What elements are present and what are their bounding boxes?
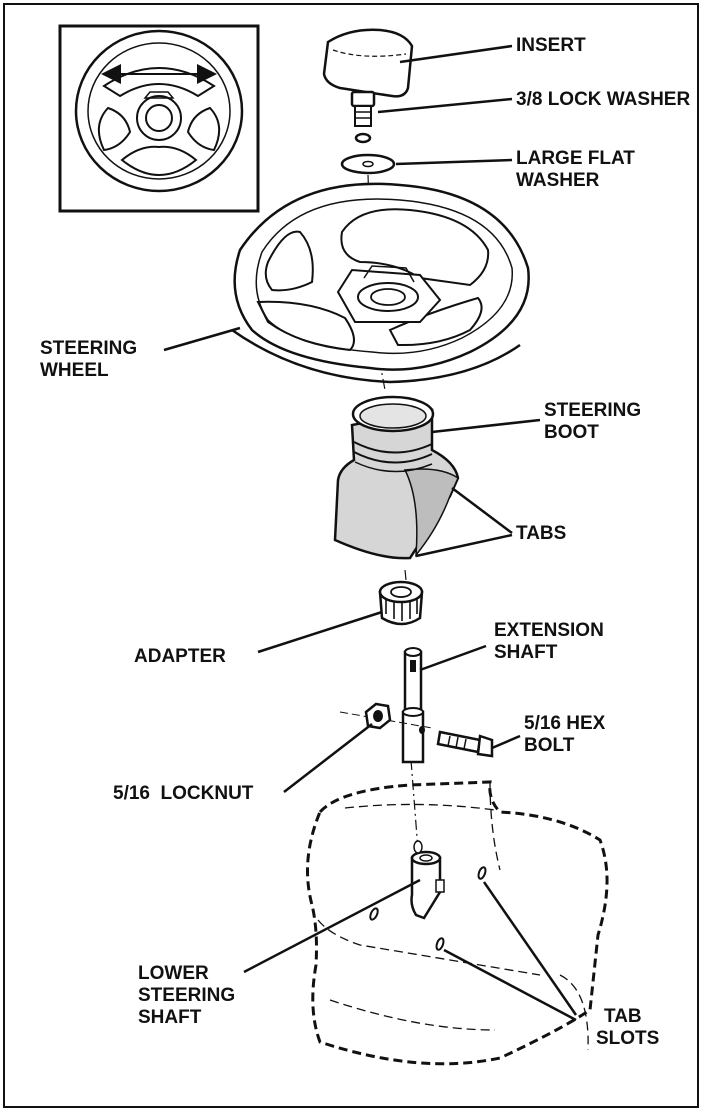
label-hex-bolt-line1: 5/16 HEX xyxy=(524,713,606,734)
leader-adapter xyxy=(257,610,383,654)
label-insert: INSERT xyxy=(516,35,586,56)
leader-insert xyxy=(399,44,513,64)
leader-tab-upper xyxy=(451,487,513,534)
leader-steering-wheel xyxy=(163,326,241,352)
leader-flat-washer xyxy=(395,158,513,166)
label-extension-shaft-line2: SHAFT xyxy=(494,642,558,663)
label-hex-bolt-line2: BOLT xyxy=(524,735,575,756)
locknut-part xyxy=(364,702,392,730)
label-steering-boot-line2: BOOT xyxy=(544,422,599,443)
hex-bolt-part xyxy=(339,711,494,758)
leader-extension-shaft xyxy=(419,644,487,672)
label-steering-wheel-line1: STEERING xyxy=(40,338,138,359)
extension-shaft-part xyxy=(401,647,425,764)
large-flat-washer-part xyxy=(340,153,396,175)
label-lock-washer: 3/8 LOCK WASHER xyxy=(516,89,691,110)
leader-lines xyxy=(163,44,578,1022)
leader-tab-slot-1 xyxy=(482,881,578,1016)
label-locknut: 5/16 LOCKNUT xyxy=(113,783,254,804)
lower-steering-shaft-part xyxy=(410,840,445,920)
label-lower-shaft-line3: SHAFT xyxy=(138,1007,202,1028)
leader-lower-shaft xyxy=(243,878,421,974)
leader-steering-boot xyxy=(431,418,541,434)
tab-slots xyxy=(369,866,487,951)
steering-wheel-part xyxy=(231,182,530,384)
lock-washer-bolt-part xyxy=(350,90,376,144)
label-extension-shaft-line1: EXTENSION xyxy=(494,620,604,641)
label-lower-shaft-line1: LOWER xyxy=(138,963,209,984)
insert-part xyxy=(322,28,414,98)
leader-lock-washer xyxy=(377,97,513,114)
label-adapter: ADAPTER xyxy=(134,646,226,667)
label-lower-shaft-line2: STEERING xyxy=(138,985,236,1006)
label-tab-slots-line2: SLOTS xyxy=(596,1028,660,1049)
leader-locknut xyxy=(283,723,373,793)
label-large-flat-washer-line1: LARGE FLAT xyxy=(516,148,635,169)
body-housing-outline xyxy=(306,780,609,1066)
inset-wheel-view xyxy=(58,24,260,213)
label-steering-boot-line1: STEERING xyxy=(544,400,642,421)
steering-boot-part xyxy=(333,395,460,560)
leader-hex-bolt xyxy=(491,734,521,750)
label-large-flat-washer-line2: WASHER xyxy=(516,170,600,191)
adapter-part xyxy=(378,580,424,626)
label-steering-wheel-line2: WHEEL xyxy=(40,360,109,381)
label-tab-slots-line1: TAB xyxy=(604,1006,642,1027)
leader-tab-slot-2 xyxy=(443,948,577,1022)
label-tabs: TABS xyxy=(516,523,567,544)
leader-tab-lower xyxy=(415,533,513,558)
